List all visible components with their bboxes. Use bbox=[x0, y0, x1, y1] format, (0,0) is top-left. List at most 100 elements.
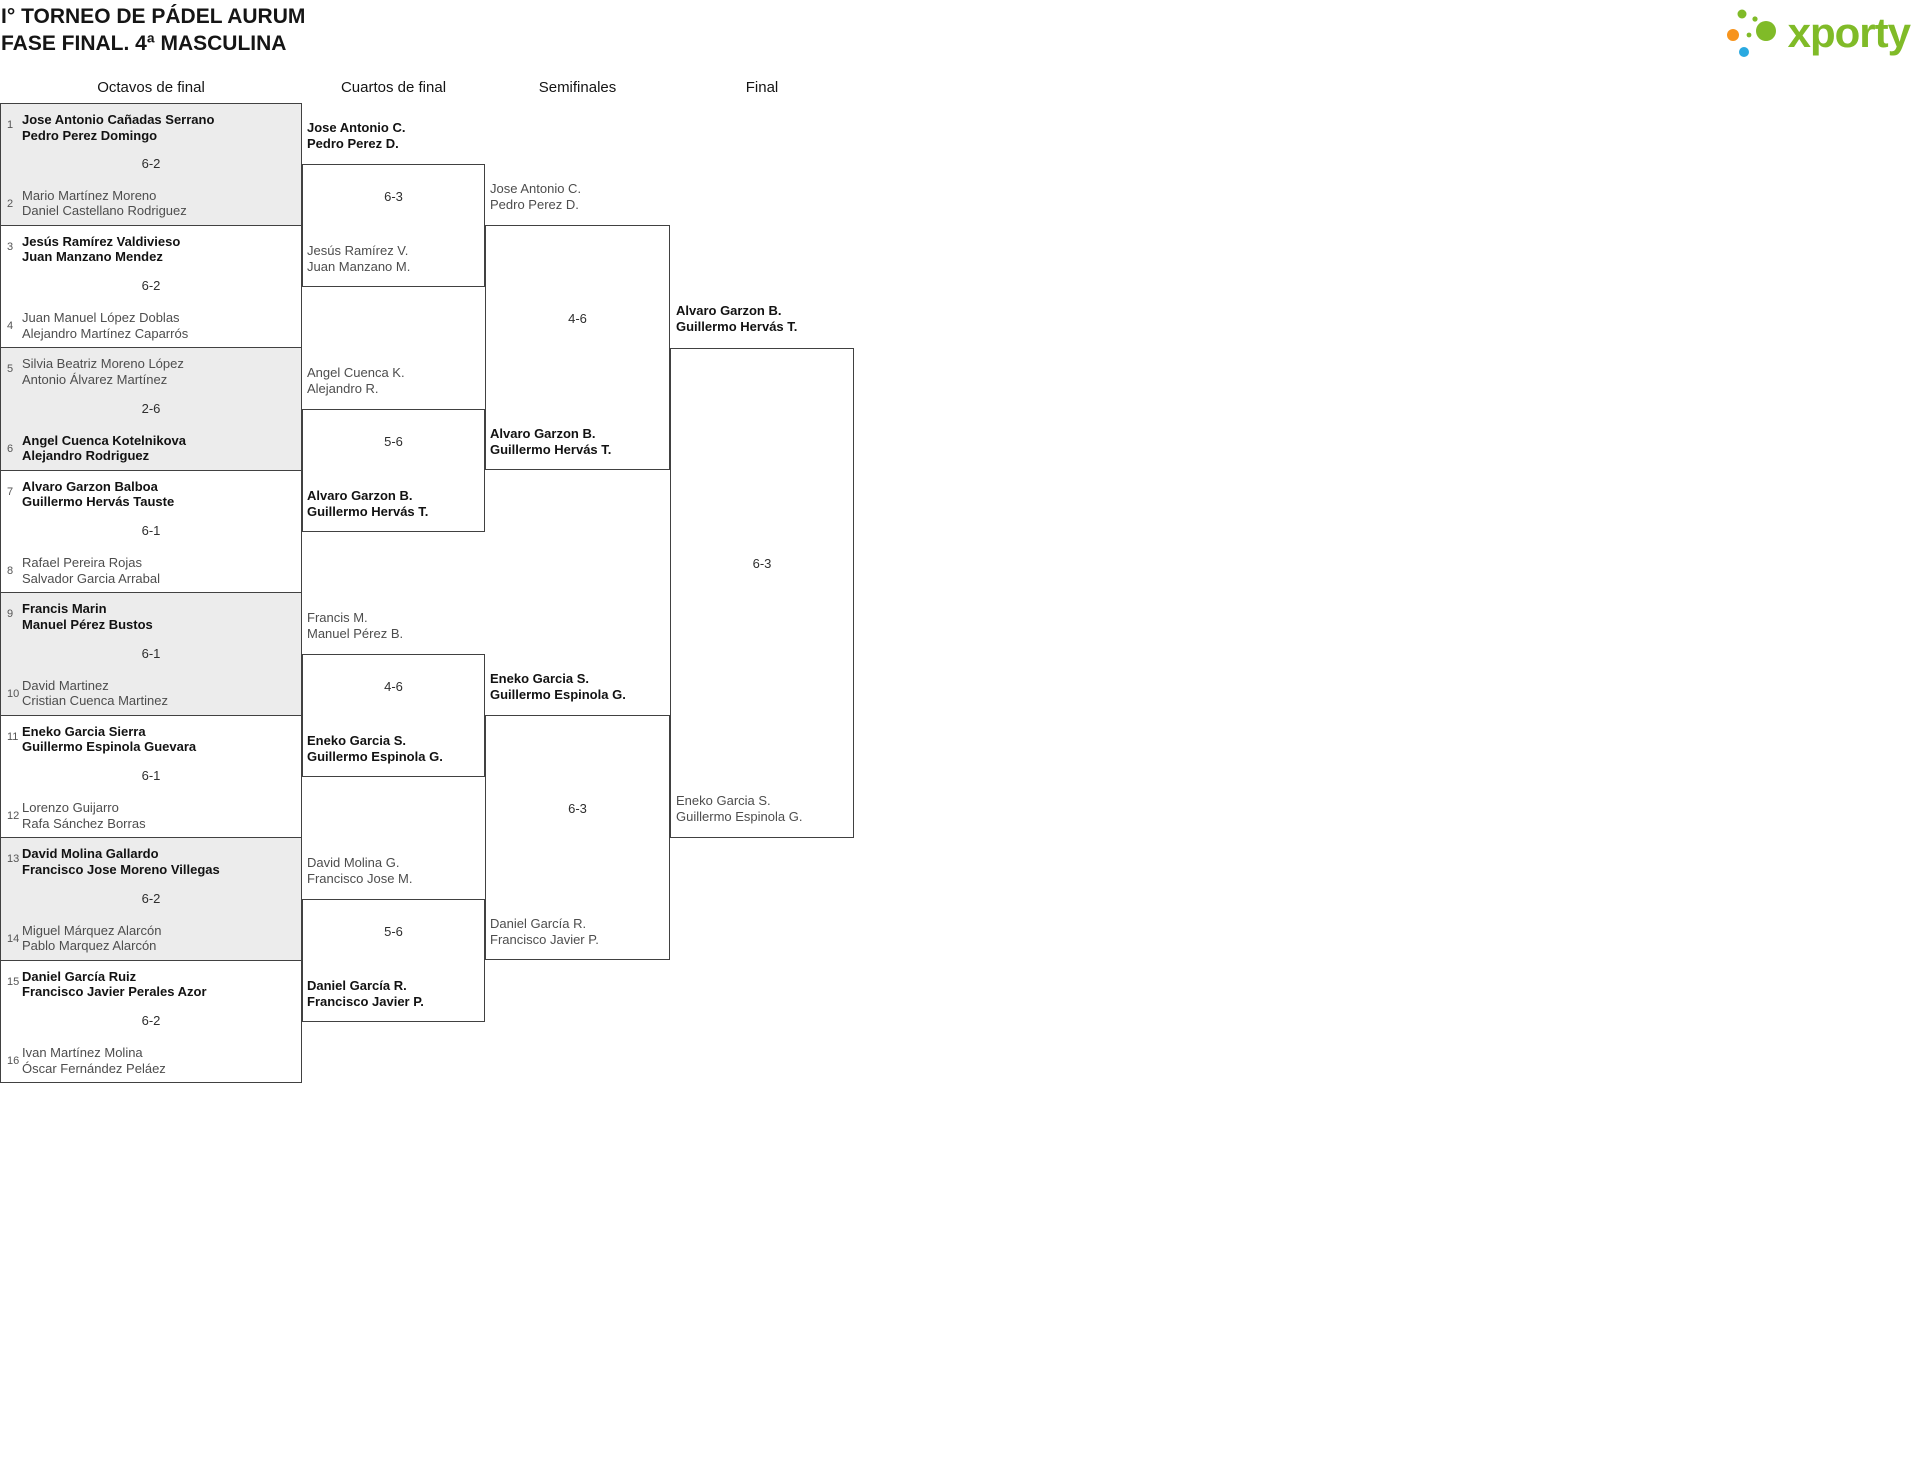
sf-match-1-top-team-player-1: Jose Antonio C. bbox=[490, 181, 582, 196]
r16-seed-11: 11 bbox=[7, 730, 19, 743]
sf-match-2-top-team-player-2: Guillermo Espinola G. bbox=[490, 686, 626, 702]
qf-match-1-bottom-team-player-1: Jesús Ramírez V. bbox=[307, 243, 409, 258]
sf-match-2-score: 6-3 bbox=[568, 801, 587, 816]
r16-match-8-bottom-team-player-1: Ivan Martínez Molina bbox=[22, 1045, 143, 1060]
r16-match-1-bottom-team-player-2: Daniel Castellano Rodriguez bbox=[22, 203, 187, 218]
r16-match-6-score: 6-1 bbox=[141, 768, 161, 784]
qf-match-3-bottom-team-player-2: Guillermo Espinola G. bbox=[307, 748, 443, 764]
qf-match-3-top-team: Francis M.Manuel Pérez B. bbox=[307, 610, 403, 641]
r16-match-6-bottom-team-player-2: Rafa Sánchez Borras bbox=[22, 815, 146, 831]
r16-match-3-bottom-team-player-1: Angel Cuenca Kotelnikova bbox=[22, 432, 186, 448]
r16-seed-13: 13 bbox=[7, 853, 20, 865]
final-match-1-bottom-team-player-1: Eneko Garcia S. bbox=[676, 793, 771, 808]
r16-match-1-top-team-player-2: Pedro Perez Domingo bbox=[22, 127, 158, 143]
qf-match-2-top-team: Angel Cuenca K.Alejandro R. bbox=[307, 365, 405, 396]
qf-match-3-bottom-team: Eneko Garcia S.Guillermo Espinola G. bbox=[307, 733, 443, 764]
sf-match-2-top-team-player-1: Eneko Garcia S. bbox=[490, 671, 589, 686]
r16-seed-4: 4 bbox=[7, 320, 14, 332]
page-title: I° TORNEO DE PÁDEL AURUM FASE FINAL. 4ª … bbox=[1, 3, 305, 57]
final-match-1-bottom-team: Eneko Garcia S.Guillermo Espinola G. bbox=[676, 793, 802, 824]
r16-match-3-score: 2-6 bbox=[141, 400, 161, 416]
r16-match-8-score: 6-2 bbox=[141, 1013, 161, 1029]
r16-match-6-top-team-player-2: Guillermo Espinola Guevara bbox=[22, 739, 197, 754]
r16-match-7-bottom-team-player-1: Miguel Márquez Alarcón bbox=[22, 922, 162, 938]
r16-match-8-top-team-player-1: Daniel García Ruiz bbox=[22, 968, 137, 984]
r16-seed-15: 15 bbox=[7, 975, 20, 988]
sf-match-2-top-team: Eneko Garcia S.Guillermo Espinola G. bbox=[490, 671, 626, 702]
r16-match-3-top-team-player-2: Antonio Álvarez Martínez bbox=[22, 371, 168, 387]
r16-match-4-bottom-team-player-2: Salvador Garcia Arrabal bbox=[22, 570, 161, 586]
r16-match-1-bottom-team-player-1: Mario Martínez Moreno bbox=[22, 187, 157, 203]
r16-match-5-bottom-team-player-1: David Martinez bbox=[22, 677, 109, 693]
final-match-1-top-team: Alvaro Garzon B.Guillermo Hervás T. bbox=[676, 303, 797, 334]
qf-match-2-bottom-team-player-1: Alvaro Garzon B. bbox=[307, 488, 413, 503]
r16-match-7-score: 6-2 bbox=[141, 890, 161, 906]
final-match-1-bottom-team-player-2: Guillermo Espinola G. bbox=[676, 808, 803, 824]
qf-match-1-bottom-team: Jesús Ramírez V.Juan Manzano M. bbox=[307, 243, 410, 274]
sf-match-1-connector bbox=[485, 225, 670, 470]
sf-match-1-bottom-team-player-2: Guillermo Hervás T. bbox=[490, 441, 612, 457]
qf-match-4-score: 5-6 bbox=[384, 924, 403, 939]
qf-match-4-top-team-player-1: David Molina G. bbox=[307, 855, 400, 870]
sf-match-1-bottom-team-player-1: Alvaro Garzon B. bbox=[490, 426, 596, 441]
r16-seed-2: 2 bbox=[7, 197, 14, 210]
r16-seed-1: 1 bbox=[7, 119, 14, 131]
qf-match-1-top-team-player-1: Jose Antonio C. bbox=[307, 120, 406, 135]
qf-match-4-top-team: David Molina G.Francisco Jose M. bbox=[307, 855, 412, 886]
sf-match-1-score: 4-6 bbox=[568, 311, 587, 326]
qf-match-3-connector bbox=[302, 654, 485, 777]
r16-seed-5: 5 bbox=[7, 363, 14, 375]
qf-match-3-bottom-team-player-1: Eneko Garcia S. bbox=[307, 733, 406, 748]
r16-match-7-top-team-player-2: Francisco Jose Moreno Villegas bbox=[22, 861, 220, 877]
r16-seed-14: 14 bbox=[7, 932, 20, 945]
qf-match-1-connector bbox=[302, 164, 485, 287]
r16-match-2-bottom-team-player-2: Alejandro Martínez Caparrós bbox=[22, 325, 189, 341]
qf-match-2-top-team-player-2: Alejandro R. bbox=[307, 380, 379, 396]
qf-match-2-bottom-team: Alvaro Garzon B.Guillermo Hervás T. bbox=[307, 488, 428, 519]
qf-match-1-bottom-team-player-2: Juan Manzano M. bbox=[307, 258, 411, 274]
sf-match-2-bottom-team-player-2: Francisco Javier P. bbox=[490, 931, 599, 947]
r16-seed-6: 6 bbox=[7, 442, 14, 455]
final-match-1-connector bbox=[670, 348, 854, 838]
r16-match-3-top-team-player-1: Silvia Beatriz Moreno López bbox=[22, 356, 184, 371]
column-header-octavos: Octavos de final bbox=[97, 79, 205, 96]
column-header-cuartos: Cuartos de final bbox=[340, 79, 447, 96]
r16-seed-12: 12 bbox=[7, 810, 20, 822]
sf-match-1-bottom-team: Alvaro Garzon B.Guillermo Hervás T. bbox=[490, 426, 611, 457]
r16-match-4-top-team-player-2: Guillermo Hervás Tauste bbox=[22, 494, 175, 509]
logo-wordmark: xporty bbox=[1787, 9, 1911, 56]
r16-seed-3: 3 bbox=[7, 240, 14, 253]
r16-match-7-bottom-team-player-2: Pablo Marquez Alarcón bbox=[22, 938, 157, 953]
final-match-1-top-team-player-1: Alvaro Garzon B. bbox=[676, 303, 782, 318]
xporty-logo[interactable]: xporty bbox=[1722, 4, 1911, 62]
qf-match-4-top-team-player-2: Francisco Jose M. bbox=[307, 870, 413, 886]
final-match-1-score: 6-3 bbox=[752, 555, 772, 571]
title-line-2: FASE FINAL. 4ª MASCULINA bbox=[1, 32, 287, 55]
r16-match-7-top-team-player-1: David Molina Gallardo bbox=[22, 846, 159, 861]
r16-match-1-top-team-player-1: Jose Antonio Cañadas Serrano bbox=[22, 112, 215, 127]
r16-seed-8: 8 bbox=[7, 565, 14, 577]
r16-match-3-bottom-team-player-2: Alejandro Rodriguez bbox=[22, 448, 150, 463]
sf-match-2-bottom-team: Daniel García R.Francisco Javier P. bbox=[490, 916, 599, 947]
r16-match-8-top-team-player-2: Francisco Javier Perales Azor bbox=[22, 984, 207, 999]
r16-match-6-bottom-team-player-1: Lorenzo Guijarro bbox=[22, 800, 119, 815]
r16-match-2-top-team-player-1: Jesús Ramírez Valdivieso bbox=[22, 233, 181, 249]
r16-match-4-score: 6-1 bbox=[141, 523, 161, 539]
logo-burst-icon bbox=[1726, 9, 1776, 57]
qf-match-4-bottom-team-player-2: Francisco Javier P. bbox=[307, 993, 424, 1009]
